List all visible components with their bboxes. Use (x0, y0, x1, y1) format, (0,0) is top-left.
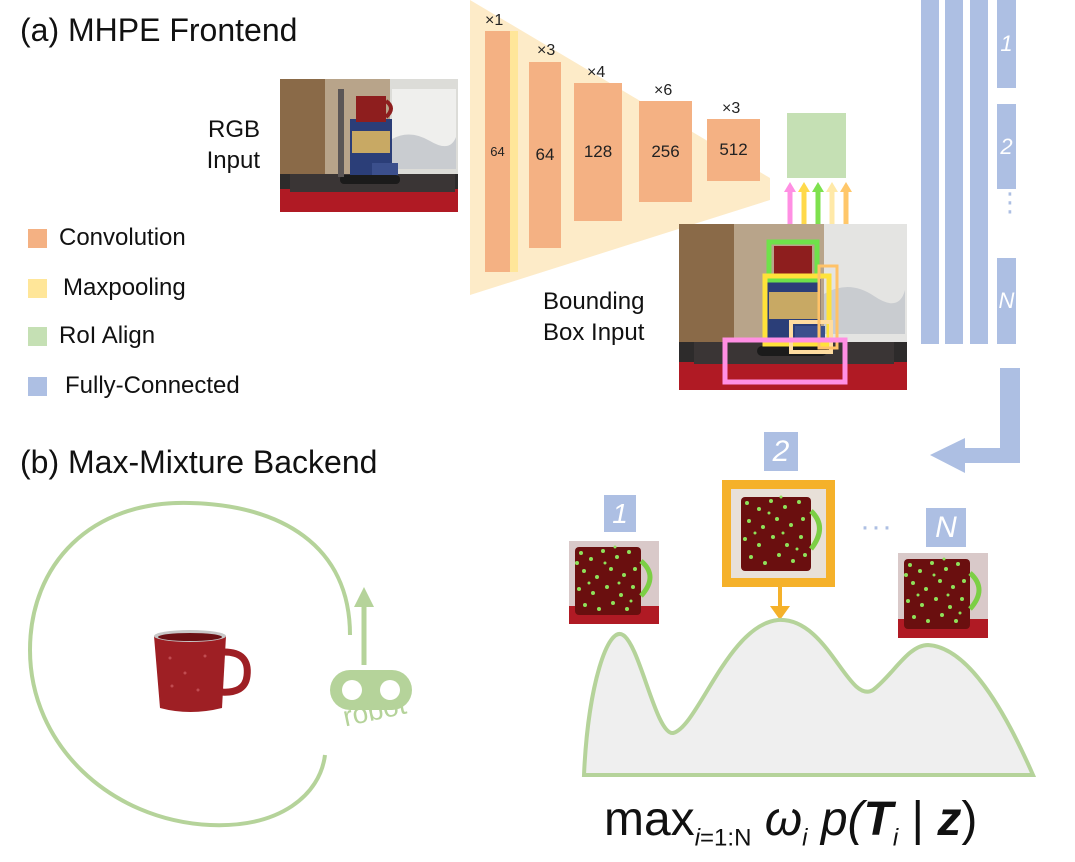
fc-head-2-label: 2 (1000, 133, 1013, 159)
formula-max: max (604, 793, 695, 846)
fc-head-1-label: 1 (1000, 31, 1013, 56)
conv-block-4: 256 (639, 101, 692, 202)
hypothesis-n-number: N (935, 510, 957, 544)
rgb-input-label: RGB Input (196, 114, 260, 176)
roi-feature-arrows (784, 182, 852, 224)
fc-head-2: 2 (997, 104, 1016, 189)
bbox-input-label: Bounding Box Input (543, 286, 644, 348)
formula-omega-sub: i (802, 824, 808, 852)
robot-icon (330, 670, 412, 710)
legend-roi-align: RoI Align (28, 321, 155, 351)
roi-align-block (787, 113, 846, 178)
max-mixture-formula: maxi=1:N ωi p(Ti | z) (604, 792, 977, 853)
legend-fully-connected-swatch (28, 376, 47, 396)
multiplier-1: ×1 (485, 12, 504, 29)
multiplier-3: ×4 (587, 64, 606, 81)
legend-maxpooling-swatch (28, 278, 47, 298)
hypothesis-2-image (731, 489, 826, 578)
legend-fully-connected: Fully-Connected (28, 371, 240, 401)
legend-maxpooling-label: Maxpooling (63, 274, 186, 301)
bbox-input-image (679, 224, 907, 390)
formula-close: ) (961, 793, 978, 846)
bbox-input-label-line2: Box Input (543, 319, 645, 346)
formula-t: T (863, 793, 893, 846)
hypothesis-2-label: 2 (764, 432, 798, 471)
fc-layer-1 (921, 0, 939, 344)
fc-head-n: N (997, 258, 1016, 344)
hypothesis-n-label: N (926, 508, 966, 547)
backend-title: (b) Max-Mixture Backend (20, 444, 378, 480)
multiplier-4: ×6 (654, 82, 673, 99)
conv-block-3: 128 (574, 83, 622, 221)
bbox-input-label-line1: Bounding (543, 288, 645, 315)
frontend-title: (a) MHPE Frontend (20, 12, 298, 48)
backend-scene (27, 500, 374, 828)
fc-head-1: 1 (997, 0, 1016, 88)
conv-block-1: 64 (485, 31, 510, 272)
multiplier-2: ×3 (537, 42, 556, 59)
formula-subscript-range: =1:N (700, 824, 752, 852)
legend-roi-align-swatch (28, 326, 47, 346)
multiplier-5: ×3 (722, 100, 741, 117)
conv-block-2: 64 (529, 62, 561, 248)
mug-icon (154, 630, 251, 712)
multimodal-distribution (581, 617, 1037, 777)
hypothesis-1-label: 1 (604, 495, 636, 532)
rgb-input-image (280, 79, 458, 212)
fc-layer-3 (970, 0, 988, 344)
fc-layer-2 (945, 0, 963, 344)
hypothesis-1-number: 1 (612, 497, 628, 529)
formula-p: p( (820, 793, 864, 846)
formula-bar: | (898, 793, 938, 846)
hypothesis-ellipsis: ··· (860, 510, 893, 543)
selection-arrow (770, 586, 790, 620)
conv-block-5: 512 (707, 119, 760, 181)
formula-z: z (937, 793, 962, 846)
fc-head-n-label: N (998, 288, 1015, 313)
formula-t-sub: i (892, 824, 899, 852)
formula-omega: ω (764, 793, 803, 846)
legend-fully-connected-label: Fully-Connected (65, 372, 240, 399)
maxpool-block (510, 31, 518, 272)
legend-convolution-swatch (28, 228, 47, 248)
legend-convolution-label: Convolution (59, 224, 186, 251)
legend-roi-align-label: RoI Align (59, 322, 156, 349)
hypothesis-2-number: 2 (772, 434, 790, 468)
legend-maxpooling: Maxpooling (28, 273, 186, 303)
legend-convolution: Convolution (28, 223, 186, 253)
rgb-input-label-line2: Input (206, 147, 260, 174)
hypothesis-1-image (569, 541, 659, 624)
rgb-input-label-line1: RGB (207, 116, 260, 143)
fc-output-arrow (930, 368, 1020, 473)
formula-subscript-i: i (694, 824, 701, 852)
hypothesis-n-image (898, 553, 988, 638)
fc-head-ellipsis: ⋮ (997, 187, 1023, 217)
